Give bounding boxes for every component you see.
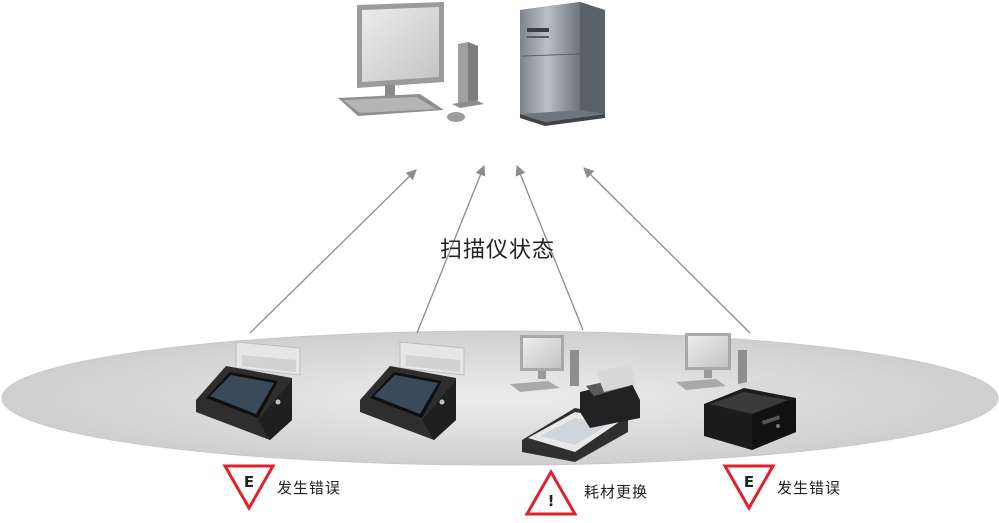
network-ellipse <box>1 330 999 466</box>
workstation-pc-2-icon <box>676 333 747 390</box>
computer-icon <box>338 2 484 122</box>
status-1-text: 发生错误 <box>277 479 342 497</box>
status-arrows <box>249 165 751 334</box>
status-2-symbol: ! <box>548 492 555 510</box>
status-1-symbol: E <box>244 473 254 491</box>
network-scanner-2-icon <box>360 341 465 440</box>
server-icon <box>520 2 605 126</box>
scanner-status-label: 扫描仪状态 <box>440 238 556 263</box>
status-3-text: 发生错误 <box>777 479 842 497</box>
network-scanner-1-icon <box>196 341 301 440</box>
arrow-3 <box>515 165 584 331</box>
error-triangle-icon: E <box>222 464 276 512</box>
status-2-text: 耗材更换 <box>584 483 649 501</box>
status-3-symbol: E <box>744 473 754 491</box>
arrow-2 <box>416 165 486 334</box>
document-scanner-icon <box>704 374 800 450</box>
arrow-1 <box>249 169 417 334</box>
error-triangle-2-icon: E <box>722 464 776 512</box>
arrow-4 <box>583 167 751 334</box>
workstation-pc-icon <box>510 335 579 392</box>
warning-triangle-icon: ! <box>524 468 578 516</box>
flatbed-scanner-icon <box>522 364 640 462</box>
